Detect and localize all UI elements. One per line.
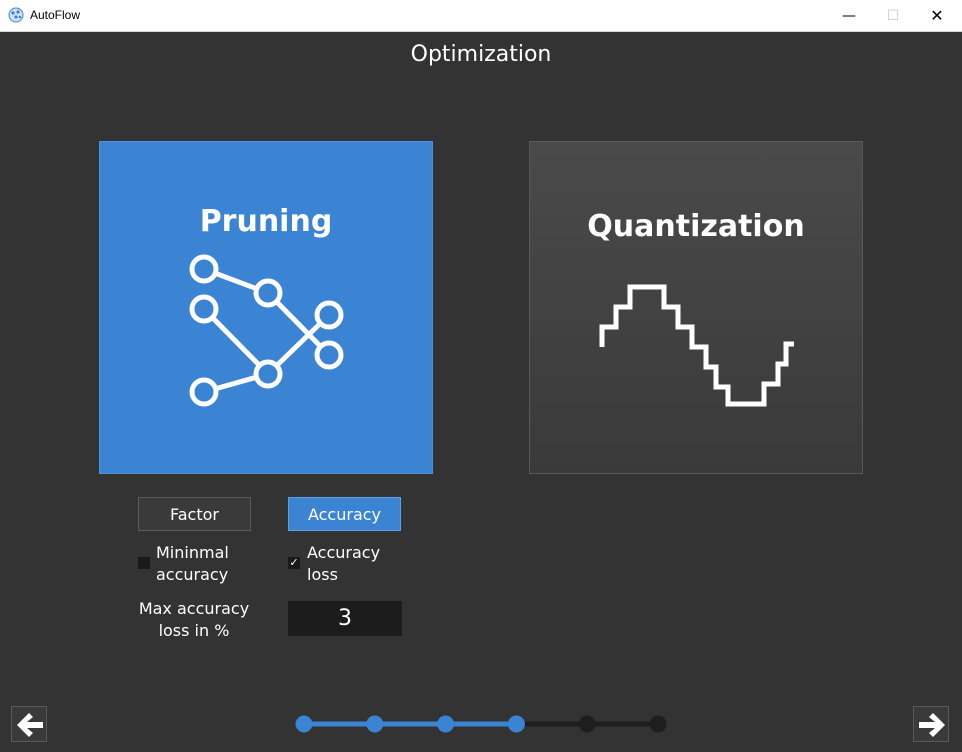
arrow-left-icon [17, 713, 43, 737]
max-accuracy-loss-label: Max accuracy loss in % [132, 598, 256, 642]
accuracy-button[interactable]: Accuracy [288, 497, 401, 531]
minimal-accuracy-checkbox[interactable] [138, 557, 150, 569]
back-button[interactable] [11, 706, 47, 742]
minimize-button[interactable]: — [842, 7, 856, 24]
quantization-card[interactable]: Quantization [529, 141, 863, 474]
neural-network-icon [189, 254, 344, 407]
autoflow-logo-icon [8, 7, 24, 23]
pruning-title: Pruning [199, 204, 333, 239]
minimal-accuracy-label[interactable]: Mininmal accuracy [156, 542, 256, 586]
next-button[interactable] [913, 706, 949, 742]
pruning-card[interactable]: Pruning [99, 141, 433, 474]
minimal-accuracy-label-line1: Mininmal [156, 543, 229, 562]
quantized-wave-icon [599, 284, 794, 407]
page-title: Optimization [410, 42, 552, 67]
progress-step-5 [578, 715, 596, 733]
progress-step-6 [649, 715, 667, 733]
accuracy-loss-label-line1: Accuracy [307, 543, 381, 562]
progress-step-3 [437, 715, 455, 733]
accuracy-loss-checkbox[interactable]: ✓ [288, 556, 300, 569]
maximize-button[interactable]: ☐ [886, 7, 900, 24]
max-accuracy-loss-label-line1: Max accuracy [138, 599, 250, 618]
close-button[interactable]: ✕ [930, 6, 944, 25]
title-bar: AutoFlow — ☐ ✕ [0, 0, 962, 32]
max-accuracy-loss-input[interactable] [288, 601, 402, 636]
minimal-accuracy-label-line2: accuracy [156, 565, 229, 584]
progress-step-4 [507, 715, 525, 733]
max-accuracy-loss-label-line2: loss in % [158, 621, 230, 640]
step-progress [295, 715, 667, 733]
accuracy-loss-label-line2: loss [307, 565, 338, 584]
progress-step-1 [295, 715, 313, 733]
factor-button[interactable]: Factor [138, 497, 251, 531]
accuracy-loss-label[interactable]: Accuracy loss [307, 542, 397, 586]
quantization-title: Quantization [587, 209, 805, 244]
arrow-right-icon [919, 713, 945, 737]
app-title: AutoFlow [30, 8, 81, 22]
progress-step-2 [366, 715, 384, 733]
